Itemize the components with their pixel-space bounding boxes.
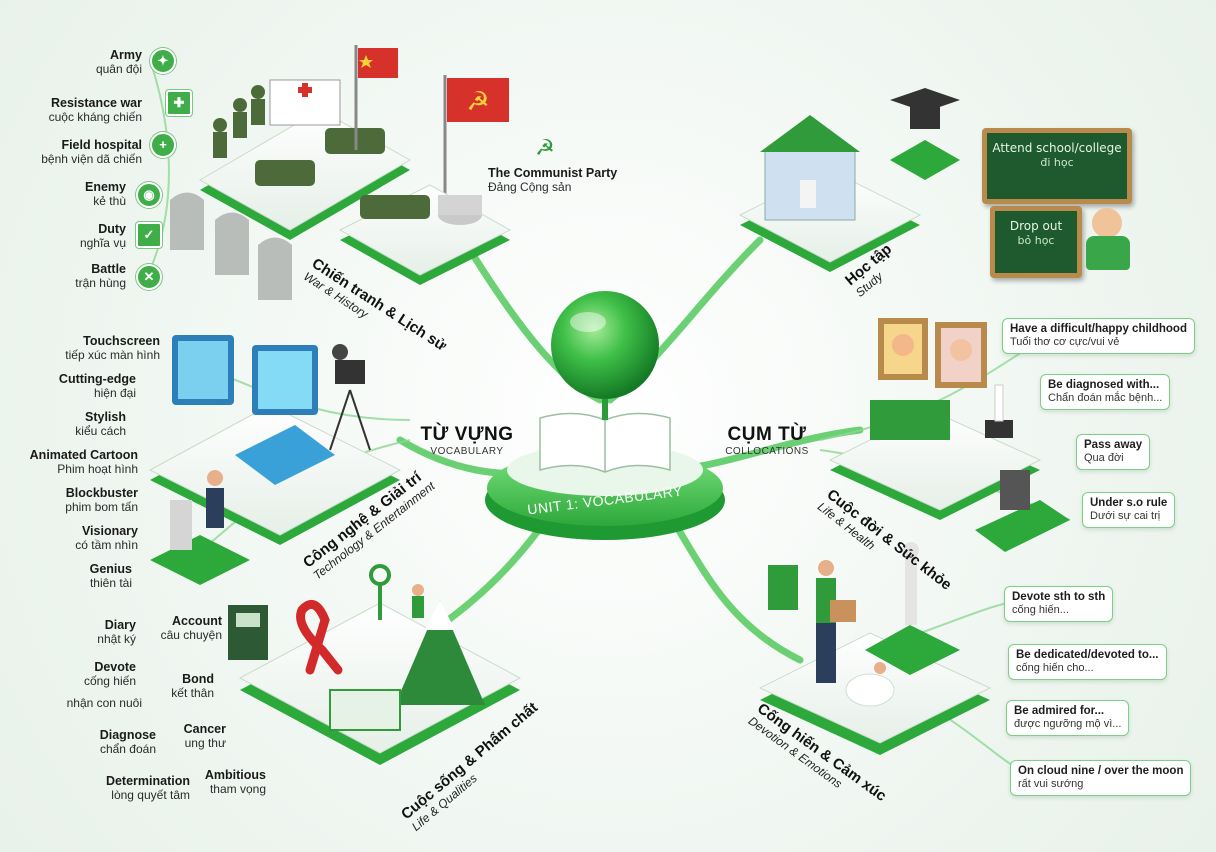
life-qualities-platform [228, 564, 522, 765]
svg-text:☭: ☭ [535, 136, 555, 161]
resistance-war-icon: ✚ [166, 90, 192, 116]
collocation-under-rule: Under s.o rule Dưới sự cai trị [1082, 492, 1176, 528]
study-board-dropout: Drop out bỏ học [990, 206, 1082, 278]
enemy-icon: ◉ [136, 182, 162, 208]
collocation-diagnosed: Be diagnosed with... Chẩn đoán mắc bệnh.… [1040, 374, 1171, 410]
life-health-platform [828, 318, 1070, 552]
devotion-platform [758, 542, 992, 755]
student-avatar [1092, 208, 1122, 238]
collocation-devote-sth: Devote sth to sth cống hiến... [1004, 586, 1114, 622]
collocation-pass-away: Pass away Qua đời [1076, 434, 1151, 470]
tech-platform [148, 335, 402, 585]
life-term-adopt: nhận con nuôi [66, 696, 142, 710]
svg-text:☭: ☭ [466, 87, 489, 117]
vocabulary-heading-en: VOCABULARY [430, 446, 504, 457]
collocations-heading-en: COLLOCATIONS [725, 446, 809, 457]
collocations-heading: CỤM TỪ COLLOCATIONS [712, 424, 822, 457]
student-body [1086, 236, 1130, 270]
study-board-attend: Attend school/college đi học [982, 128, 1132, 204]
center-platform [485, 291, 725, 540]
vocabulary-heading-vi: TỪ VỰNG [420, 424, 514, 445]
vocabulary-heading: TỪ VỰNG VOCABULARY [412, 424, 522, 457]
field-hospital-icon: + [150, 132, 176, 158]
army-icon: ✦ [150, 48, 176, 74]
war-platform: ☭ ☭ [170, 45, 555, 300]
duty-icon: ✓ [136, 222, 162, 248]
collocation-admired: Be admired for... được ngưỡng mộ vì... [1006, 700, 1130, 736]
study-platform [738, 88, 960, 272]
battle-icon: ✕ [136, 264, 162, 290]
collocation-dedicated: Be dedicated/devoted to... cống hiến cho… [1008, 644, 1167, 680]
collocation-childhood: Have a difficult/happy childhood Tuổi th… [1002, 318, 1195, 354]
collocation-cloud-nine: On cloud nine / over the moon rất vui sư… [1010, 760, 1192, 796]
collocations-heading-vi: CỤM TỪ [727, 424, 807, 445]
